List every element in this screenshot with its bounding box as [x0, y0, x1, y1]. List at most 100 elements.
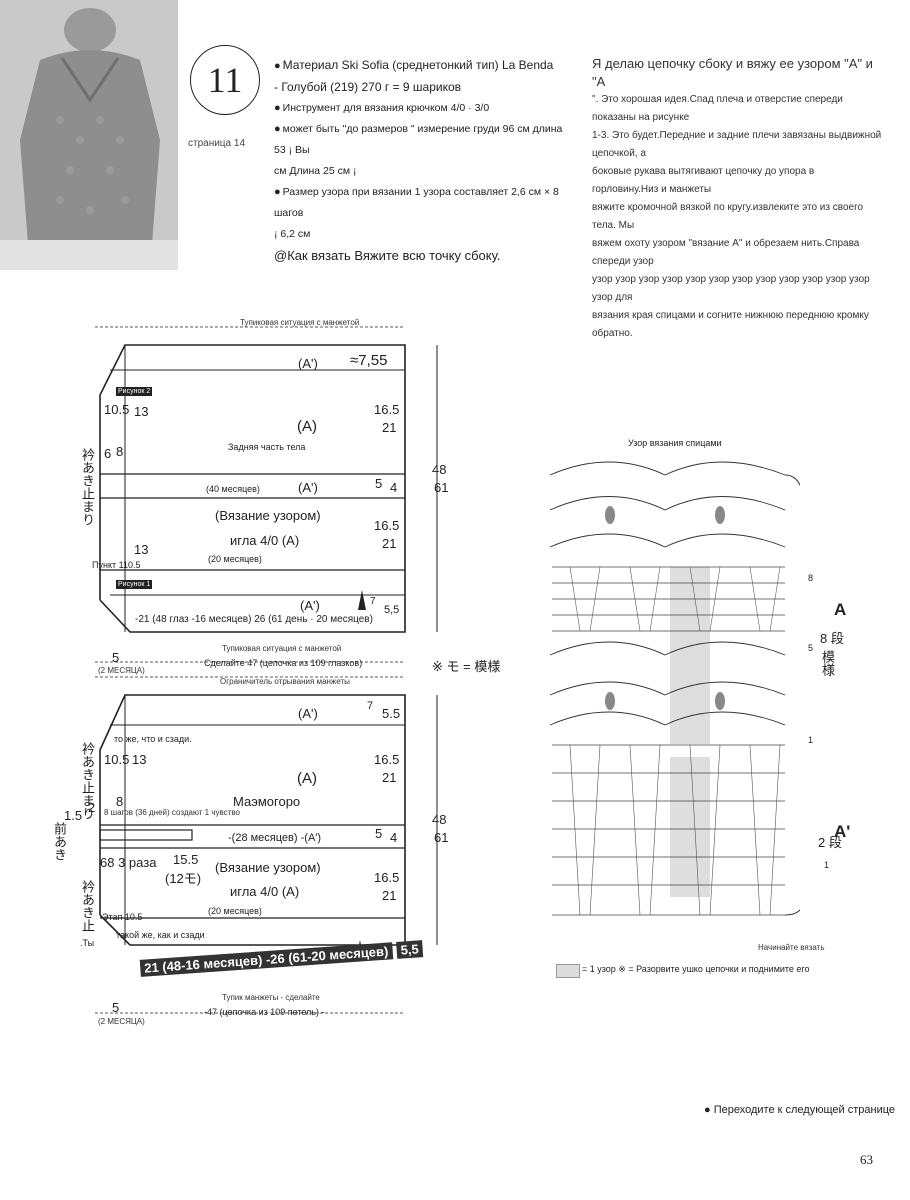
back-left-13-b: 13	[134, 542, 149, 557]
chart-pattern-japanese: 模様	[820, 650, 835, 676]
instructions-line-2: 1-3. Это будет.Передние и задние плечи з…	[592, 130, 882, 159]
chart-8-rows: 8 段	[820, 631, 844, 646]
front-months-20: (20 месяцев)	[208, 906, 262, 916]
front-pattern-label: (Вязание узором)	[215, 860, 321, 875]
back-bottom-note: Тупиковая ситуация с манжетой	[222, 644, 342, 653]
back-months-20: (20 месяцев)	[208, 554, 262, 564]
front-left-1-5: 1.5	[64, 808, 83, 823]
garment-photo	[0, 0, 178, 270]
front-needle-label: игла 4/0 (A)	[230, 884, 300, 899]
front-right-4: 4	[390, 830, 398, 845]
side-note: Вы	[295, 144, 310, 156]
front-right-7: 7	[367, 700, 374, 712]
back-right-5: 5	[375, 476, 383, 491]
materials-line-4: может быть "до размеров " измерение груд…	[274, 119, 564, 161]
materials-block: Материал Ski Sofia (среднетонкий тип) La…	[274, 55, 564, 266]
back-made-47: Сделайте 47 (цепочка из 109 глазков)	[204, 658, 363, 668]
front-right-61: 61	[434, 830, 449, 845]
front-right-48: 48	[432, 812, 447, 827]
front-stage: Этап 10.5	[102, 912, 143, 922]
chart-row-mark-5: 5	[808, 643, 814, 653]
front-chain-47: -47 (цепочка из 109 петель) -	[204, 1007, 325, 1017]
instructions-line-1: ". Это хорошая идея.Спад плеча и отверст…	[592, 94, 843, 123]
chart-section-a: A	[834, 600, 847, 619]
chart-legend-swatch	[556, 964, 580, 978]
front-15-5: 15.5	[173, 852, 199, 867]
front-right-5-5: 5.5	[382, 706, 401, 721]
back-pattern-label: (Вязание узором)	[215, 508, 321, 523]
chart-title: Узор вязания спицами	[628, 438, 722, 448]
back-right-5-5: 5,5	[384, 604, 400, 616]
front-12mo: (12モ)	[165, 871, 202, 886]
page-number: 63	[860, 1152, 873, 1167]
back-a-prime-top: (A')	[298, 356, 318, 371]
pattern-number-badge: 11	[190, 45, 260, 115]
page-reference: страница 14	[188, 138, 246, 149]
back-bottom-formula: -21 (48 глаз -16 месяцев) 26 (61 день · …	[135, 614, 373, 625]
back-right-21: 21	[382, 420, 397, 435]
front-a-prime-top: (A')	[298, 706, 318, 721]
front-bottom-5-5: 5,5	[396, 940, 424, 959]
pattern-legend-note: ※ モ = 模様	[432, 659, 501, 674]
back-a-label: (A)	[297, 418, 317, 435]
stitch-chart	[549, 461, 800, 916]
materials-line-5: см Длина 25 см ¡	[274, 165, 357, 177]
back-left-13: 13	[134, 404, 149, 419]
instructions-line-4: вяжите кромочной вязкой по кругу.извлеки…	[592, 202, 864, 231]
chart-row-mark-1: 1	[808, 735, 814, 745]
materials-line-8: @Как вязать Вяжите всю точку сбоку.	[274, 248, 501, 263]
front-vertical-japanese-2: 前あき	[52, 822, 67, 861]
materials-line-6: Размер узора при вязании 1 узора составл…	[274, 182, 564, 224]
next-page-text: Переходите к следующей странице	[713, 1104, 896, 1116]
front-right-16-5: 16.5	[374, 752, 400, 767]
front-vertical-japanese-1: 衿あき止まり	[80, 742, 95, 820]
front-five: 5	[112, 1000, 120, 1015]
instructions-line-7: вязания края спицами и согните нижнюю пе…	[592, 310, 869, 339]
front-dead-note: Тупик манжеты - сделайте	[222, 993, 320, 1002]
materials-line-1: Материал Ski Sofia (среднетонкий тип) La…	[274, 55, 564, 77]
back-right-61: 61	[434, 480, 449, 495]
front-right-21-b: 21	[382, 888, 397, 903]
instructions-line-3: боковые рукава вытягивают цепочку до упо…	[592, 166, 815, 195]
back-right-7: 7	[370, 596, 376, 607]
back-approx: ≈7,55	[350, 352, 388, 369]
back-left-6: 6	[104, 446, 112, 461]
back-left-8: 8	[116, 444, 124, 459]
back-needle-label: игла 4/0 (A)	[230, 533, 300, 548]
instructions-line-5: вяжем охоту узором "вязание А" и обрезае…	[592, 238, 860, 267]
instructions-line-6: узор узор узор узор узор узор узор узор …	[592, 274, 870, 303]
figure-1-label: Рисунок 1	[116, 580, 153, 589]
front-same-note: то же, что и сзади.	[114, 734, 192, 744]
next-page-link[interactable]: ● Переходите к следующей странице	[704, 1104, 895, 1116]
back-a-prime-mid: (A')	[298, 480, 318, 495]
next-page-bullet: ●	[704, 1104, 711, 1116]
back-right-48: 48	[432, 462, 447, 477]
front-two-months: (2 МЕСЯЦА)	[98, 1017, 145, 1026]
front-right-16-5-b: 16.5	[374, 870, 400, 885]
front-a-label: (A)	[297, 770, 317, 787]
materials-line-2: - Голубой (219) 270 г = 9 шариков	[274, 80, 462, 94]
back-caption: Задняя часть тела	[228, 442, 306, 452]
back-months-40: (40 месяцев)	[206, 484, 260, 494]
materials-line-7: ¡ 6,2 см	[274, 228, 311, 240]
front-months-28: -(28 месяцев) -(A')	[228, 832, 322, 844]
chart-legend-text: = 1 узор ※ = Разорвите ушко цепочки и по…	[582, 964, 810, 974]
front-left-8: 8	[116, 794, 124, 809]
back-right-21-b: 21	[382, 536, 397, 551]
instructions-block: Я делаю цепочку сбоку и вяжу ее узором "…	[592, 55, 882, 343]
chart-start-note: Начинайте вязать	[758, 943, 825, 952]
front-left-13: 13	[132, 752, 147, 767]
chart-row-mark-8: 8	[808, 573, 814, 583]
materials-line-3: Инструмент для вязания крючком 4/0 · 3/0	[274, 98, 564, 119]
instructions-title: Я делаю цепочку сбоку и вяжу ее узором "…	[592, 56, 873, 89]
front-steps-note: 8 шагов (36 дней) создают 1 чувство	[104, 808, 240, 817]
chart-section-a-prime: A'	[834, 822, 851, 841]
front-same-note-2: такой же, как и сзади	[116, 930, 205, 940]
chart-row-1: 1	[824, 860, 830, 870]
back-point: Пункт 110.5	[92, 560, 141, 570]
back-right-16-5-b: 16.5	[374, 518, 400, 533]
chart-2-rows: 2 段	[818, 835, 842, 850]
front-left-10-5: 10.5	[104, 752, 130, 767]
pattern-number: 11	[207, 60, 243, 100]
